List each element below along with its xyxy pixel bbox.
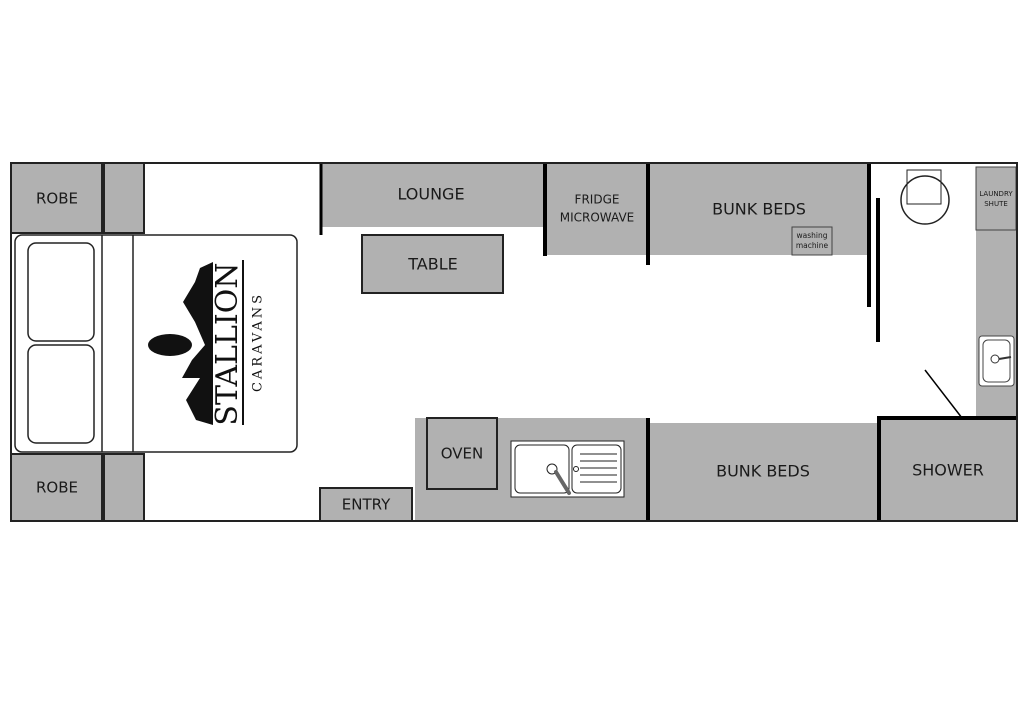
fridge-microwave [546,163,647,255]
shute-label: SHUTE [984,200,1008,208]
oven [426,417,498,490]
lounge-label: LOUNGE [397,185,464,204]
robe-top-label: ROBE [36,190,78,208]
bathroom-door [924,369,963,419]
oven-label: OVEN [441,445,484,463]
lounge [322,163,544,227]
table-label: TABLE [407,255,457,274]
shower [879,418,1017,521]
laundry-shute [975,166,1017,231]
robe-bottom-label: ROBE [36,479,78,497]
table [361,234,504,294]
robe-top: ROBE [10,162,145,234]
washing-machine [791,226,833,256]
toilet-icon [900,169,950,225]
pillow [27,344,95,444]
bunk-beds-bottom-label: BUNK BEDS [716,462,810,481]
bunk-beds-bottom [650,423,877,521]
logo-sub: CARAVANS [251,292,266,392]
logo-name: STALLION [210,262,245,425]
entry-label: ENTRY [342,496,391,514]
kitchen-sink-icon [510,440,625,498]
shower-label: SHOWER [912,461,984,480]
entry[interactable] [319,487,413,522]
microwave-label: MICROWAVE [560,211,635,225]
machine-label: machine [796,241,829,250]
stallion-caravans-logo: STALLION CARAVANS [148,260,266,426]
basin-icon [978,335,1015,387]
robe-bottom: ROBE [10,453,145,522]
laundry-label: LAUNDRY [979,190,1013,198]
fridge-label: FRIDGE [575,193,620,207]
bunk-beds-top-label: BUNK BEDS [712,200,806,219]
washing-label: washing [797,231,828,240]
pillow [27,242,95,342]
